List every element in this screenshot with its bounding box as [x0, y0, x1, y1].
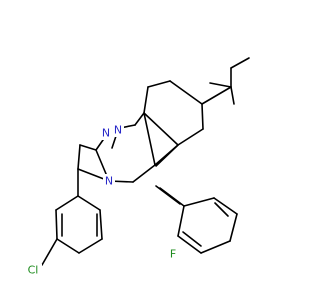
- bond-17: [155, 144, 179, 167]
- bond-5: [169, 80, 203, 105]
- bond-35: [55, 195, 79, 211]
- atom-label-layer: N N N F Cl: [24, 124, 179, 277]
- bond-43: [41, 238, 58, 266]
- bond-36: [55, 209, 58, 240]
- atom-n1-label: N: [102, 127, 110, 140]
- bond-27: [177, 235, 202, 254]
- bond-13: [143, 112, 156, 166]
- bond-7: [143, 86, 149, 114]
- bond-1: [230, 57, 250, 69]
- bond-37: [56, 238, 80, 254]
- atom-n2-label: N: [114, 124, 122, 137]
- bond-layer: [41, 57, 250, 266]
- atom-n3-label: N: [105, 175, 113, 188]
- atom-n1: N: [100, 127, 112, 140]
- bond-38: [78, 238, 103, 254]
- molecule-diagram: N N N F Cl: [24, 57, 250, 277]
- bond-6: [147, 80, 171, 88]
- bond-20: [79, 144, 97, 151]
- bond-8: [201, 103, 204, 130]
- atom-n3: N: [103, 174, 115, 188]
- atom-f-label: F: [170, 248, 176, 261]
- bond-32: [182, 231, 202, 247]
- bond-10: [134, 112, 145, 126]
- atom-f: F: [168, 247, 179, 261]
- molecule-structure: N N N F Cl: [24, 57, 250, 277]
- bond-12: [143, 112, 179, 146]
- atom-cl-label: Cl: [28, 264, 39, 277]
- bond-2: [209, 82, 232, 88]
- bond-33: [214, 202, 229, 217]
- bond-29: [229, 213, 238, 242]
- bond-3: [230, 86, 235, 105]
- bond-21: [77, 144, 81, 170]
- bond-40: [77, 195, 101, 211]
- bond-39: [99, 209, 103, 240]
- bond-25: [155, 185, 181, 205]
- bond-26: [177, 205, 185, 237]
- bond-28: [200, 240, 231, 254]
- atom-cl: Cl: [24, 264, 42, 277]
- bond-30: [213, 197, 238, 215]
- bond-15: [132, 164, 156, 183]
- bond-4: [201, 86, 232, 105]
- bond-24: [159, 187, 185, 207]
- atom-n2: N: [112, 124, 124, 137]
- bond-31: [183, 197, 215, 207]
- bond-9: [177, 128, 204, 146]
